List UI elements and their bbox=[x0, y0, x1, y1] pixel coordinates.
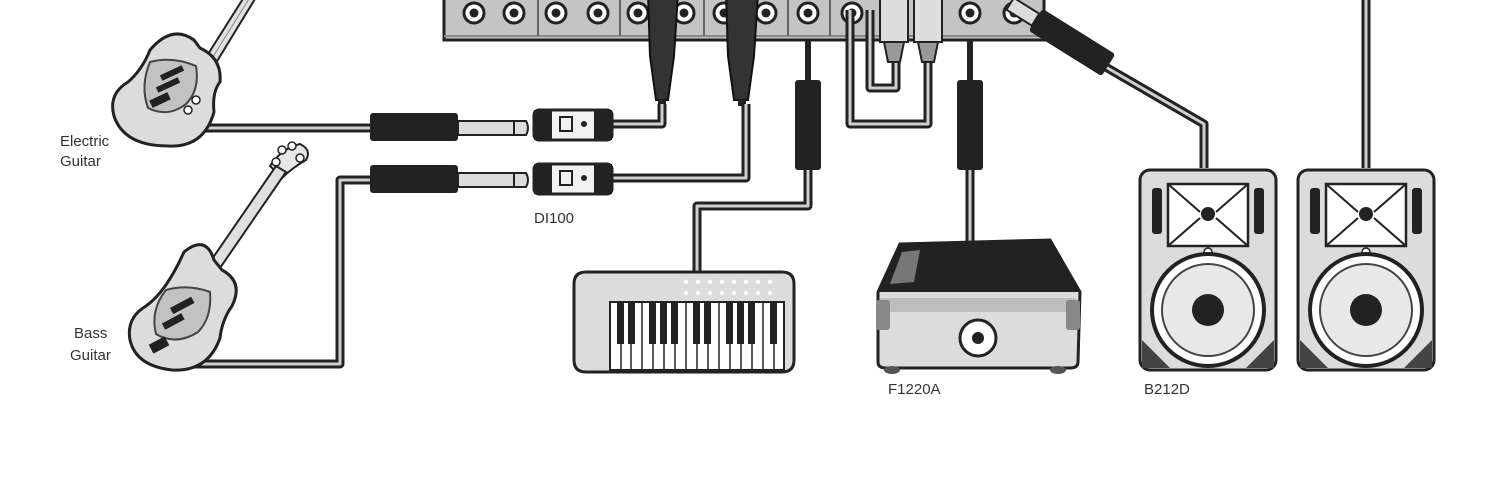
bass-guitar bbox=[127, 141, 309, 372]
label-bass-guitar-line1: Bass bbox=[74, 325, 107, 342]
label-f1220a: F1220A bbox=[888, 381, 941, 398]
jack-plug-keyboard bbox=[795, 80, 821, 170]
di100-box-2 bbox=[532, 162, 614, 196]
jack-plug-speaker bbox=[1005, 0, 1115, 76]
jack-plug-monitor bbox=[957, 80, 983, 170]
cables bbox=[180, 0, 1371, 369]
keyboard bbox=[572, 270, 796, 374]
powered-speaker-1 bbox=[1138, 168, 1278, 372]
di100-box-1 bbox=[532, 108, 614, 142]
label-b212d: B212D bbox=[1144, 381, 1190, 398]
jack-plug-electric bbox=[370, 113, 529, 141]
label-electric-guitar-line2: Guitar bbox=[60, 153, 101, 170]
label-electric-guitar-line1: Electric bbox=[60, 133, 110, 150]
electric-guitar bbox=[111, 0, 256, 148]
xlr-plug-2 bbox=[725, 0, 759, 106]
powered-speaker-2 bbox=[1296, 168, 1436, 372]
label-di100: DI100 bbox=[534, 210, 574, 227]
xlr-plug-1 bbox=[647, 0, 679, 106]
floor-monitor bbox=[876, 238, 1082, 374]
label-bass-guitar-line2: Guitar bbox=[70, 347, 111, 364]
jack-plug-bass bbox=[370, 165, 529, 193]
rca-plugs bbox=[879, 0, 943, 63]
